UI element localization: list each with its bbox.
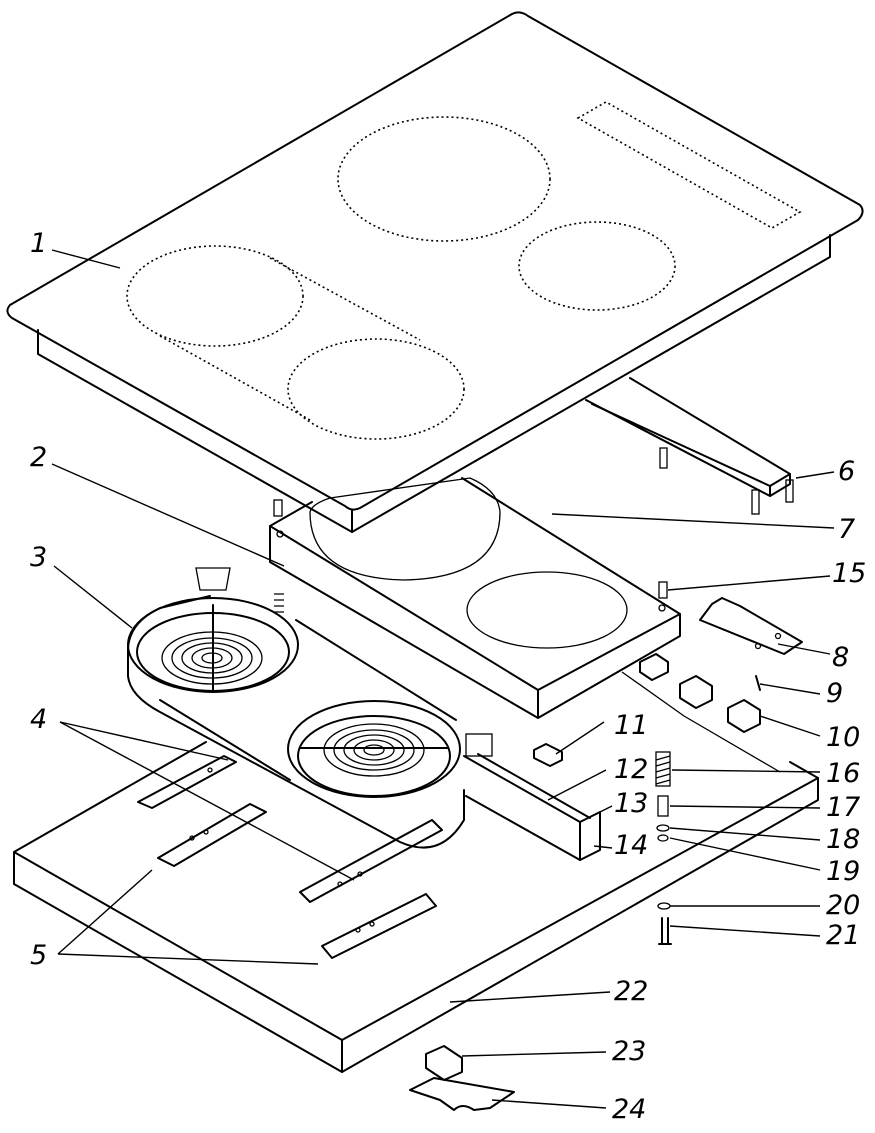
cooktop-glass-top [6, 11, 864, 533]
label-7: 7 [838, 514, 855, 545]
control-board [699, 597, 803, 655]
washer-lower [657, 902, 671, 910]
label-22: 22 [614, 976, 648, 1007]
leader-lines [51, 249, 835, 1109]
label-13: 13 [614, 788, 648, 819]
washer-upper [656, 824, 670, 832]
label-19: 19 [826, 856, 860, 887]
terminal-block [533, 743, 563, 767]
label-17: 17 [826, 792, 860, 823]
label-16: 16 [826, 758, 860, 789]
label-11: 11 [614, 710, 648, 741]
label-1: 1 [30, 228, 47, 259]
label-10: 10 [826, 722, 860, 753]
burner-frame [127, 567, 493, 849]
label-18: 18 [826, 824, 860, 855]
base-tray [13, 741, 819, 1073]
label-15: 15 [832, 558, 866, 589]
label-9: 9 [826, 678, 843, 709]
label-6: 6 [838, 456, 855, 487]
label-3: 3 [30, 542, 47, 573]
connector-blocks [621, 653, 781, 773]
label-21: 21 [826, 920, 860, 951]
label-20: 20 [826, 890, 860, 921]
label-14: 14 [614, 830, 648, 861]
label-2: 2 [30, 442, 47, 473]
label-12: 12 [614, 754, 648, 785]
screw [755, 675, 761, 691]
label-8: 8 [832, 642, 849, 673]
control-bracket [585, 377, 794, 515]
switch-assembly [425, 1045, 463, 1081]
label-24: 24 [612, 1094, 646, 1125]
label-5: 5 [30, 940, 47, 971]
label-4: 4 [30, 704, 47, 735]
nut [657, 834, 669, 842]
spacer-sleeve [657, 795, 669, 817]
label-23: 23 [612, 1036, 646, 1067]
mounting-brackets [137, 755, 443, 959]
bolt [658, 917, 672, 945]
cable-channel [463, 753, 601, 861]
mounting-clip [409, 1077, 515, 1111]
heating-element-tray [269, 477, 681, 719]
part-labels: 1 2 3 4 5 6 7 15 8 9 10 11 12 13 14 16 1… [30, 228, 866, 1125]
spring [655, 751, 671, 787]
